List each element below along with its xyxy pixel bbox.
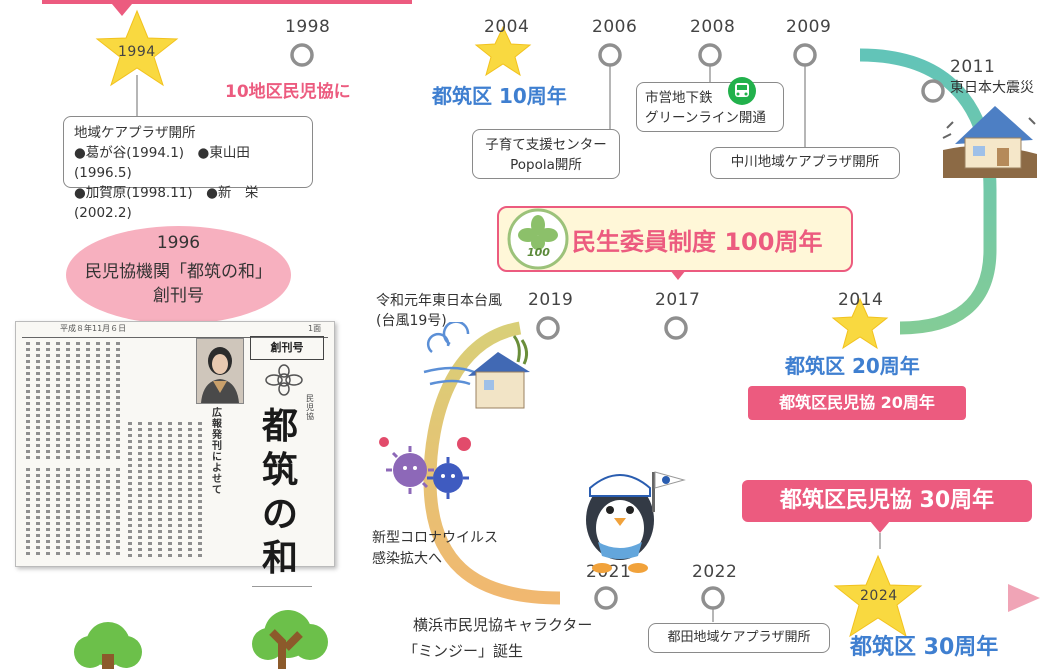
bulletin-year: 1996: [156, 233, 201, 253]
coronavirus-icon: [379, 437, 471, 499]
year-1994: 1994: [118, 44, 156, 60]
caption-2011: 東日本大震災: [950, 80, 1034, 96]
plaza-title: 地域ケアプラザ開所: [74, 125, 196, 141]
plaza-row-1: ●葛が谷(1994.1) ●東山田(1996.5): [74, 145, 250, 181]
bulletin-line2: 創刊号: [153, 286, 204, 306]
nakagawa-box: 中川地域ケアプラザ開所: [710, 147, 900, 179]
year-2014: 2014: [838, 290, 884, 310]
plaza-box: 地域ケアプラザ開所 ●葛が谷(1994.1) ●東山田(1996.5) ●加賀原…: [63, 116, 313, 221]
year-1998: 1998: [285, 17, 331, 37]
newspaper-flower-icon: [254, 362, 314, 398]
caption-2019-line2: (台風19号): [376, 313, 447, 329]
subway-line2: グリーンライン開通: [645, 110, 766, 126]
minjii-character-icon: [586, 471, 686, 573]
year-2009: 2009: [786, 17, 832, 37]
bulletin-newspaper-image: 平成８年11月６日 1面: [15, 321, 335, 587]
timeline-nodes: [290, 43, 945, 610]
tsuda-box: 都田地域ケアプラザ開所: [648, 623, 830, 653]
badge-pointer: [870, 521, 890, 549]
author-photo: [196, 338, 244, 404]
covid-line2: 感染拡大へ: [372, 551, 442, 567]
subway-box: 市営地下鉄 グリーンライン開通: [636, 82, 784, 132]
popola-line2: Popola開所: [510, 157, 582, 173]
minsei-pointer: [670, 270, 686, 280]
caption-1998: 10地区民児協に: [225, 82, 351, 102]
typhoon-house-icon: [423, 322, 530, 409]
plaza-row-2: ●加賀原(1998.11) ●新 栄(2002.2): [74, 185, 259, 221]
minsei-logo-icon: [507, 208, 569, 270]
newspaper-title: 都筑の和: [261, 405, 298, 579]
year-2022: 2022: [692, 562, 738, 582]
caption-2024: 都筑区 30周年: [850, 635, 999, 660]
minsei-logo-number: 100: [527, 246, 550, 259]
tree-icons: [74, 610, 328, 669]
newspaper-badge: 創刊号: [250, 336, 324, 360]
badge-minjikyo-20: 都筑区民児協 20周年: [748, 386, 966, 420]
year-2024: 2024: [860, 588, 898, 604]
year-2006: 2006: [592, 17, 638, 37]
year-2008: 2008: [690, 17, 736, 37]
year-2004: 2004: [484, 17, 530, 37]
badge-minjikyo-30: 都筑区民児協 30周年: [742, 480, 1032, 522]
caption-2019-line1: 令和元年東日本台風: [376, 293, 502, 309]
subway-line1: 市営地下鉄: [645, 90, 713, 106]
popola-box: 子育て支援センター Popola開所: [472, 129, 620, 179]
bulletin-line1: 民児協機関「都筑の和」: [85, 262, 272, 282]
popola-line1: 子育て支援センター: [485, 137, 607, 153]
year-2017: 2017: [655, 290, 701, 310]
bulletin-bubble: [66, 226, 291, 324]
year-2019: 2019: [528, 290, 574, 310]
chara-line2: 「ミンジー」誕生: [403, 642, 524, 660]
year-2011: 2011: [950, 57, 996, 77]
newspaper-heading: 広報発刊によせて: [212, 408, 222, 496]
star-markers: [95, 9, 923, 638]
caption-2004: 都筑区 10周年: [432, 84, 567, 108]
minsei-100-title: 民生委員制度 100周年: [572, 228, 823, 256]
newspaper-date: 平成８年11月６日: [60, 324, 127, 333]
earthquake-house-icon: [942, 106, 1037, 178]
newspaper-org: 民児協: [306, 394, 314, 421]
newspaper-page: 1面: [308, 324, 322, 333]
caption-2014: 都筑区 20周年: [785, 354, 920, 378]
covid-line1: 新型コロナウイルス: [372, 530, 498, 546]
subway-icon: [728, 77, 756, 105]
chara-line1: 横浜市民児協キャラクター: [413, 616, 593, 634]
